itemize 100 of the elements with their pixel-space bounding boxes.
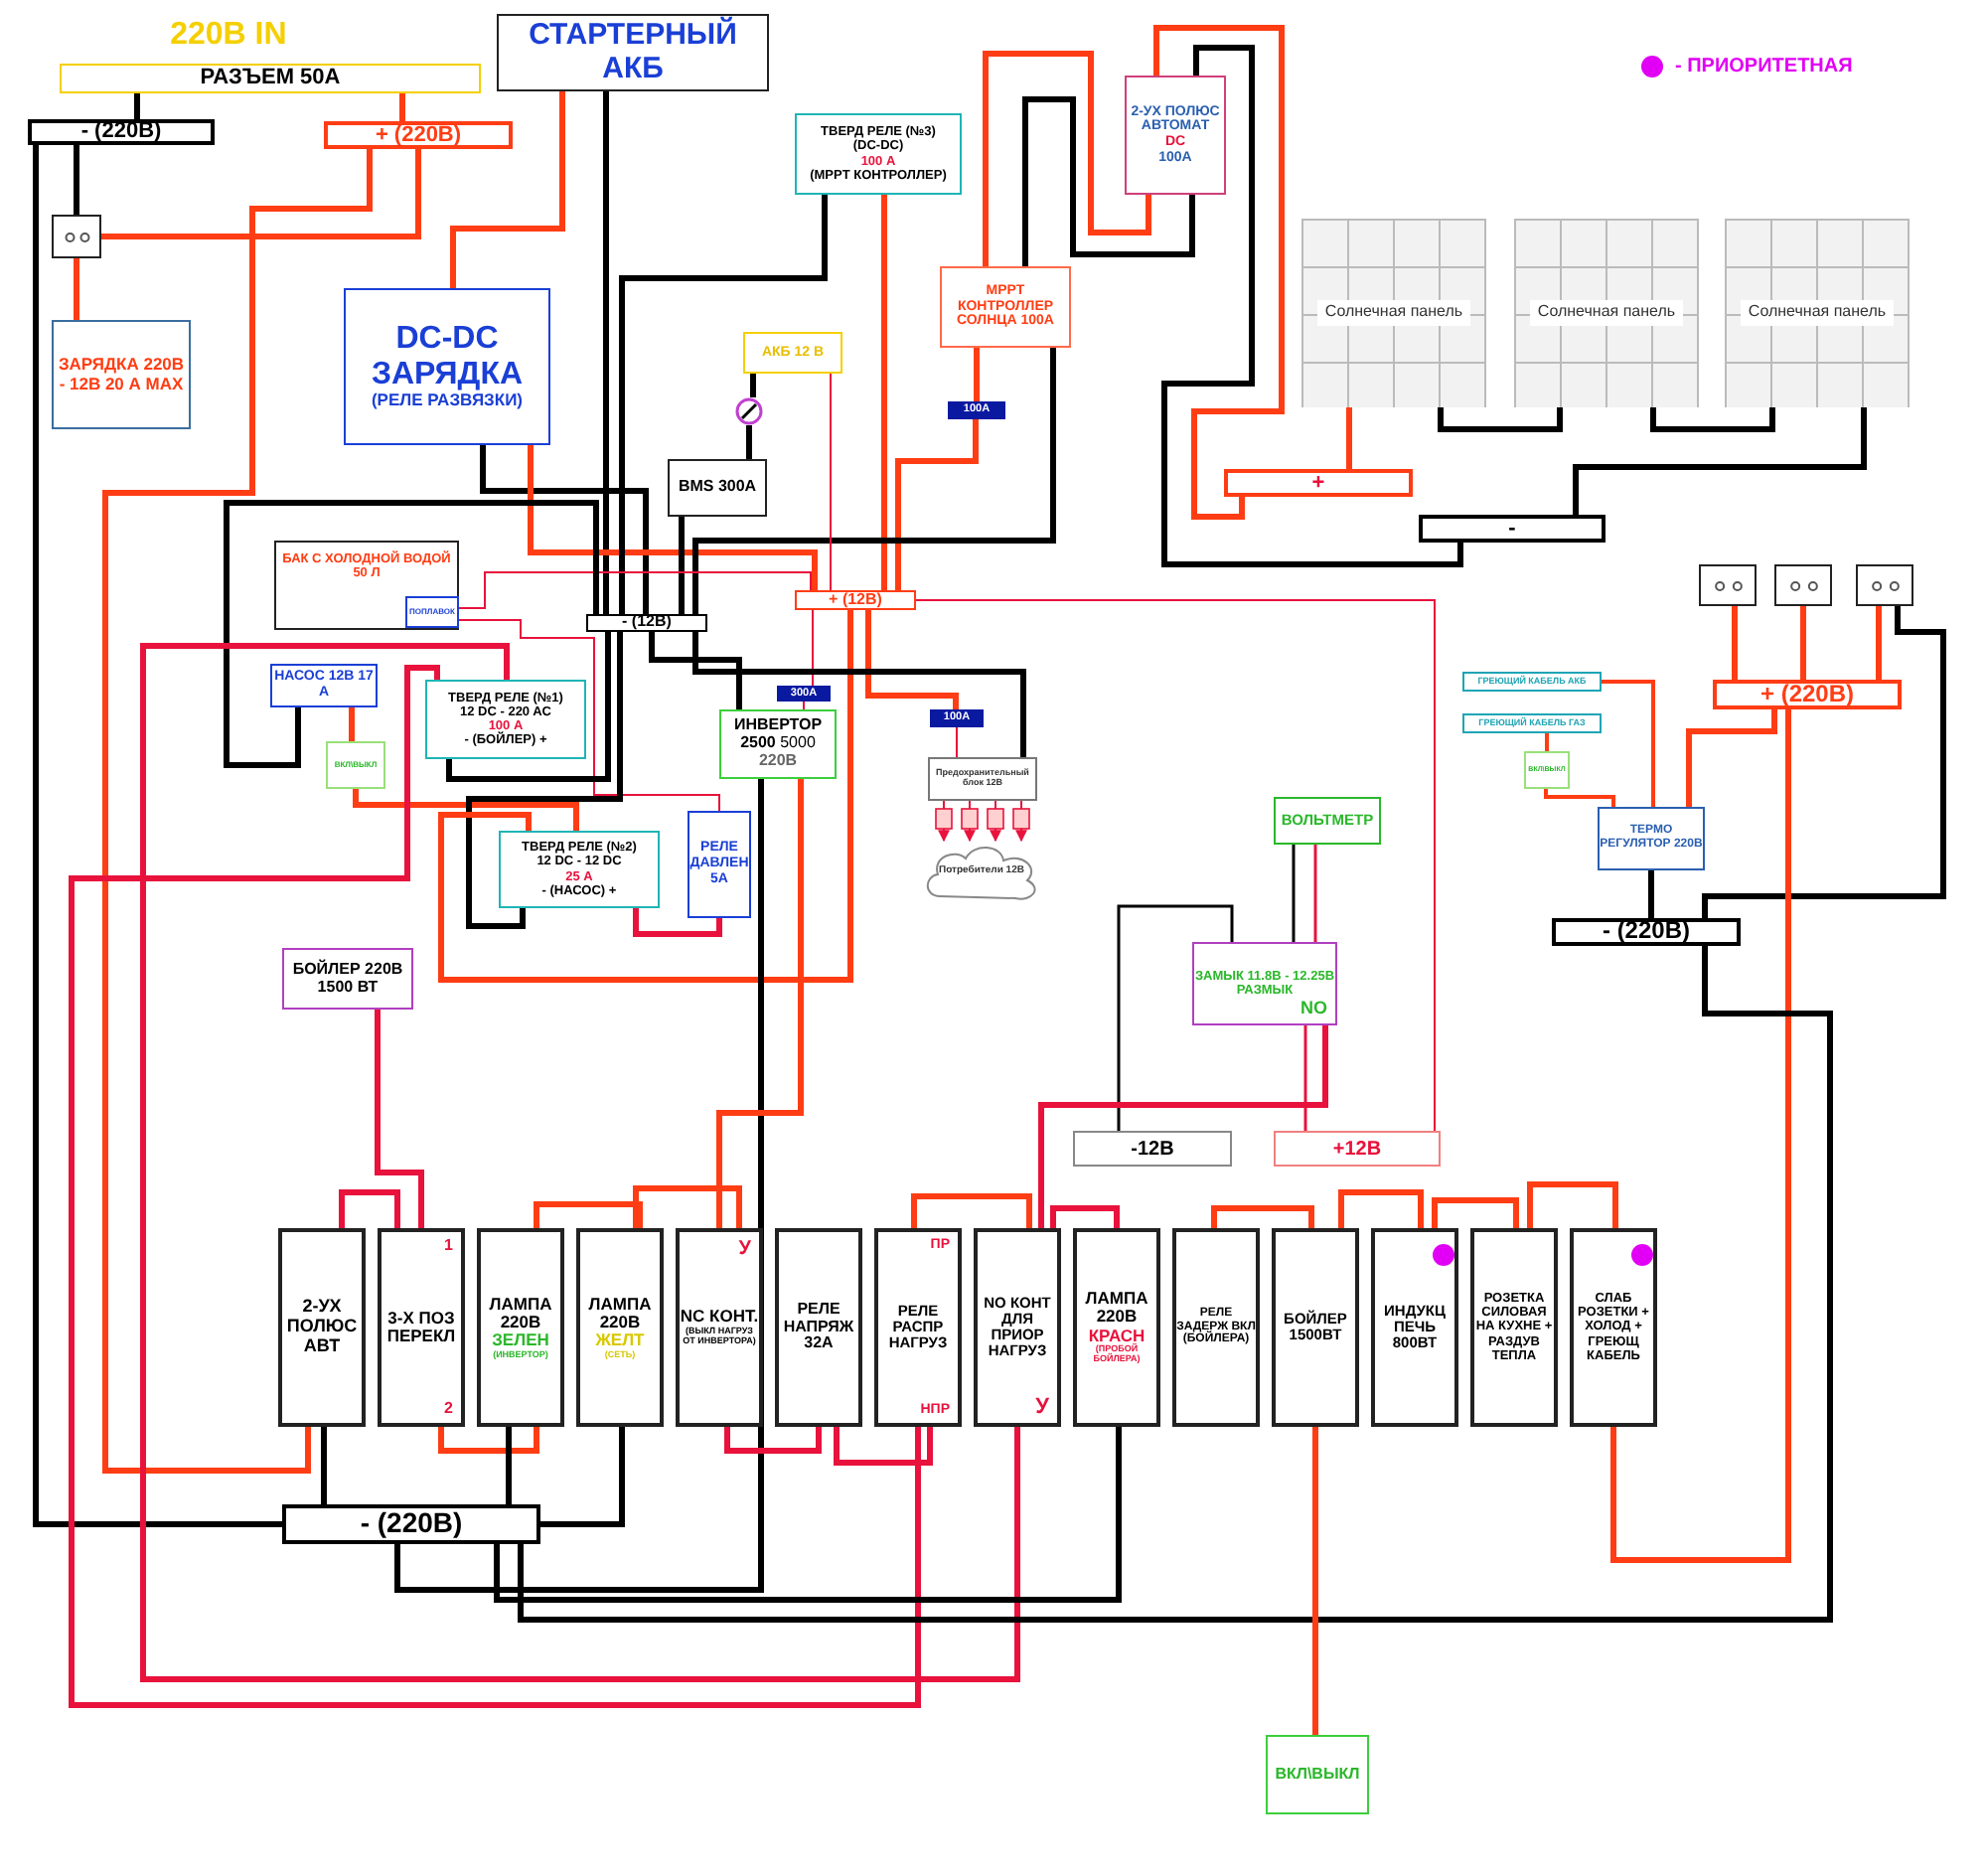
charger-label: ЗАРЯДКА 220В - 12В 20 А MAX xyxy=(56,356,187,393)
terminal-bar xyxy=(324,121,513,149)
fuse-block xyxy=(928,757,1037,801)
wire xyxy=(895,419,979,590)
charger-label: (РЕЛЕ РАЗВЯЗКИ) xyxy=(371,391,524,411)
module-box xyxy=(576,1228,664,1427)
terminal-bar xyxy=(282,1504,540,1544)
solar-panel xyxy=(1514,219,1699,407)
switch-box xyxy=(1524,751,1570,789)
wire xyxy=(69,665,921,1708)
legend-label: - ПРИОРИТЕТНАЯ xyxy=(1675,56,1853,78)
tank-box xyxy=(274,541,459,630)
wire xyxy=(1117,904,1234,1131)
wire xyxy=(649,632,742,709)
wire xyxy=(1648,870,1654,918)
cable-box xyxy=(1462,713,1602,733)
battery-box xyxy=(497,14,769,91)
wire xyxy=(134,93,140,119)
socket-box xyxy=(1699,564,1757,606)
thermostat-box xyxy=(1598,807,1705,870)
wire xyxy=(394,779,764,1593)
module-label: ЛАМПА 220В xyxy=(586,1295,654,1332)
wire xyxy=(321,1427,327,1504)
switch-label: ВКЛ\ВЫКЛ xyxy=(1275,1766,1360,1784)
wire xyxy=(938,800,950,843)
wire xyxy=(140,643,1020,1682)
wire xyxy=(603,91,609,614)
module-label: ЛАМПА 220В xyxy=(1083,1290,1150,1328)
breaker-box xyxy=(1125,76,1226,195)
module-box xyxy=(974,1228,1061,1427)
fuse-tag xyxy=(948,401,1005,419)
switch-box xyxy=(1266,1735,1369,1814)
inverter-label: 2500 5000 xyxy=(740,735,816,753)
terminal-label: + (12В) xyxy=(829,591,882,609)
wire xyxy=(456,571,812,609)
charger-label: DC-DC ЗАРЯДКА xyxy=(369,322,526,392)
wire xyxy=(716,779,804,1228)
terminal-bar xyxy=(1552,918,1741,946)
wire xyxy=(1313,845,1317,942)
module-label: 2 xyxy=(444,1401,453,1419)
wire xyxy=(33,145,282,1527)
module-box xyxy=(1272,1228,1359,1427)
wire xyxy=(1050,1205,1120,1228)
wire xyxy=(830,373,832,591)
connector-label: РАЗЪЕМ 50А xyxy=(200,66,341,91)
wire xyxy=(915,599,1436,1132)
terminal-label: - (220В) xyxy=(360,1508,463,1540)
module-label: NC КОНТ. xyxy=(680,1308,759,1327)
wire xyxy=(224,500,599,768)
controller-box xyxy=(940,266,1071,348)
wire xyxy=(339,1189,400,1228)
module-box xyxy=(278,1228,366,1427)
solar-panel-label: Солнечная панель xyxy=(1740,300,1895,326)
wire xyxy=(1153,25,1285,520)
module-box xyxy=(1192,942,1337,1025)
module-box xyxy=(874,1228,962,1427)
voltmeter-box xyxy=(1274,797,1381,845)
module-label: 3-Х ПОЗ ПЕРЕКЛ xyxy=(384,1309,458,1346)
wire xyxy=(438,610,853,983)
wire xyxy=(540,1427,625,1527)
wire xyxy=(506,1427,512,1504)
terminal-label: - xyxy=(1508,516,1516,542)
boiler-label: БОЙЛЕР 220В 1500 ВТ xyxy=(290,961,405,997)
wire xyxy=(911,1193,1032,1228)
battery-box xyxy=(743,332,842,374)
wire xyxy=(349,707,355,741)
wire xyxy=(1876,606,1882,680)
module-box xyxy=(1172,1228,1260,1427)
wire xyxy=(102,149,373,1474)
module-label: У xyxy=(1035,1394,1049,1419)
wire xyxy=(74,145,79,215)
wire xyxy=(619,195,828,614)
wire xyxy=(1650,407,1775,432)
wire xyxy=(692,348,1056,614)
wire xyxy=(1038,1025,1328,1228)
wire xyxy=(974,348,980,401)
switch-box xyxy=(326,741,385,789)
wire xyxy=(724,1427,822,1454)
float-switch-box xyxy=(405,596,459,628)
terminal-bar xyxy=(795,590,916,610)
wire xyxy=(466,632,623,929)
wire xyxy=(692,632,1026,757)
wire xyxy=(633,908,722,937)
wire xyxy=(1527,1181,1618,1228)
wire xyxy=(528,445,818,590)
module-label: NO xyxy=(1300,1000,1327,1019)
socket-box xyxy=(52,215,101,258)
terminal-label: + xyxy=(1311,470,1325,496)
wire xyxy=(438,1427,539,1454)
relay-box xyxy=(688,811,751,918)
wire xyxy=(746,425,752,459)
terminal-bar xyxy=(586,614,707,632)
wire xyxy=(679,517,685,614)
relay-box xyxy=(425,680,586,759)
wire xyxy=(1346,407,1352,469)
wire xyxy=(1022,96,1195,266)
module-label: ЗЕЛЕН xyxy=(492,1331,549,1350)
wire xyxy=(990,800,1001,843)
boiler-box xyxy=(282,948,413,1010)
socket-box xyxy=(1856,564,1913,606)
